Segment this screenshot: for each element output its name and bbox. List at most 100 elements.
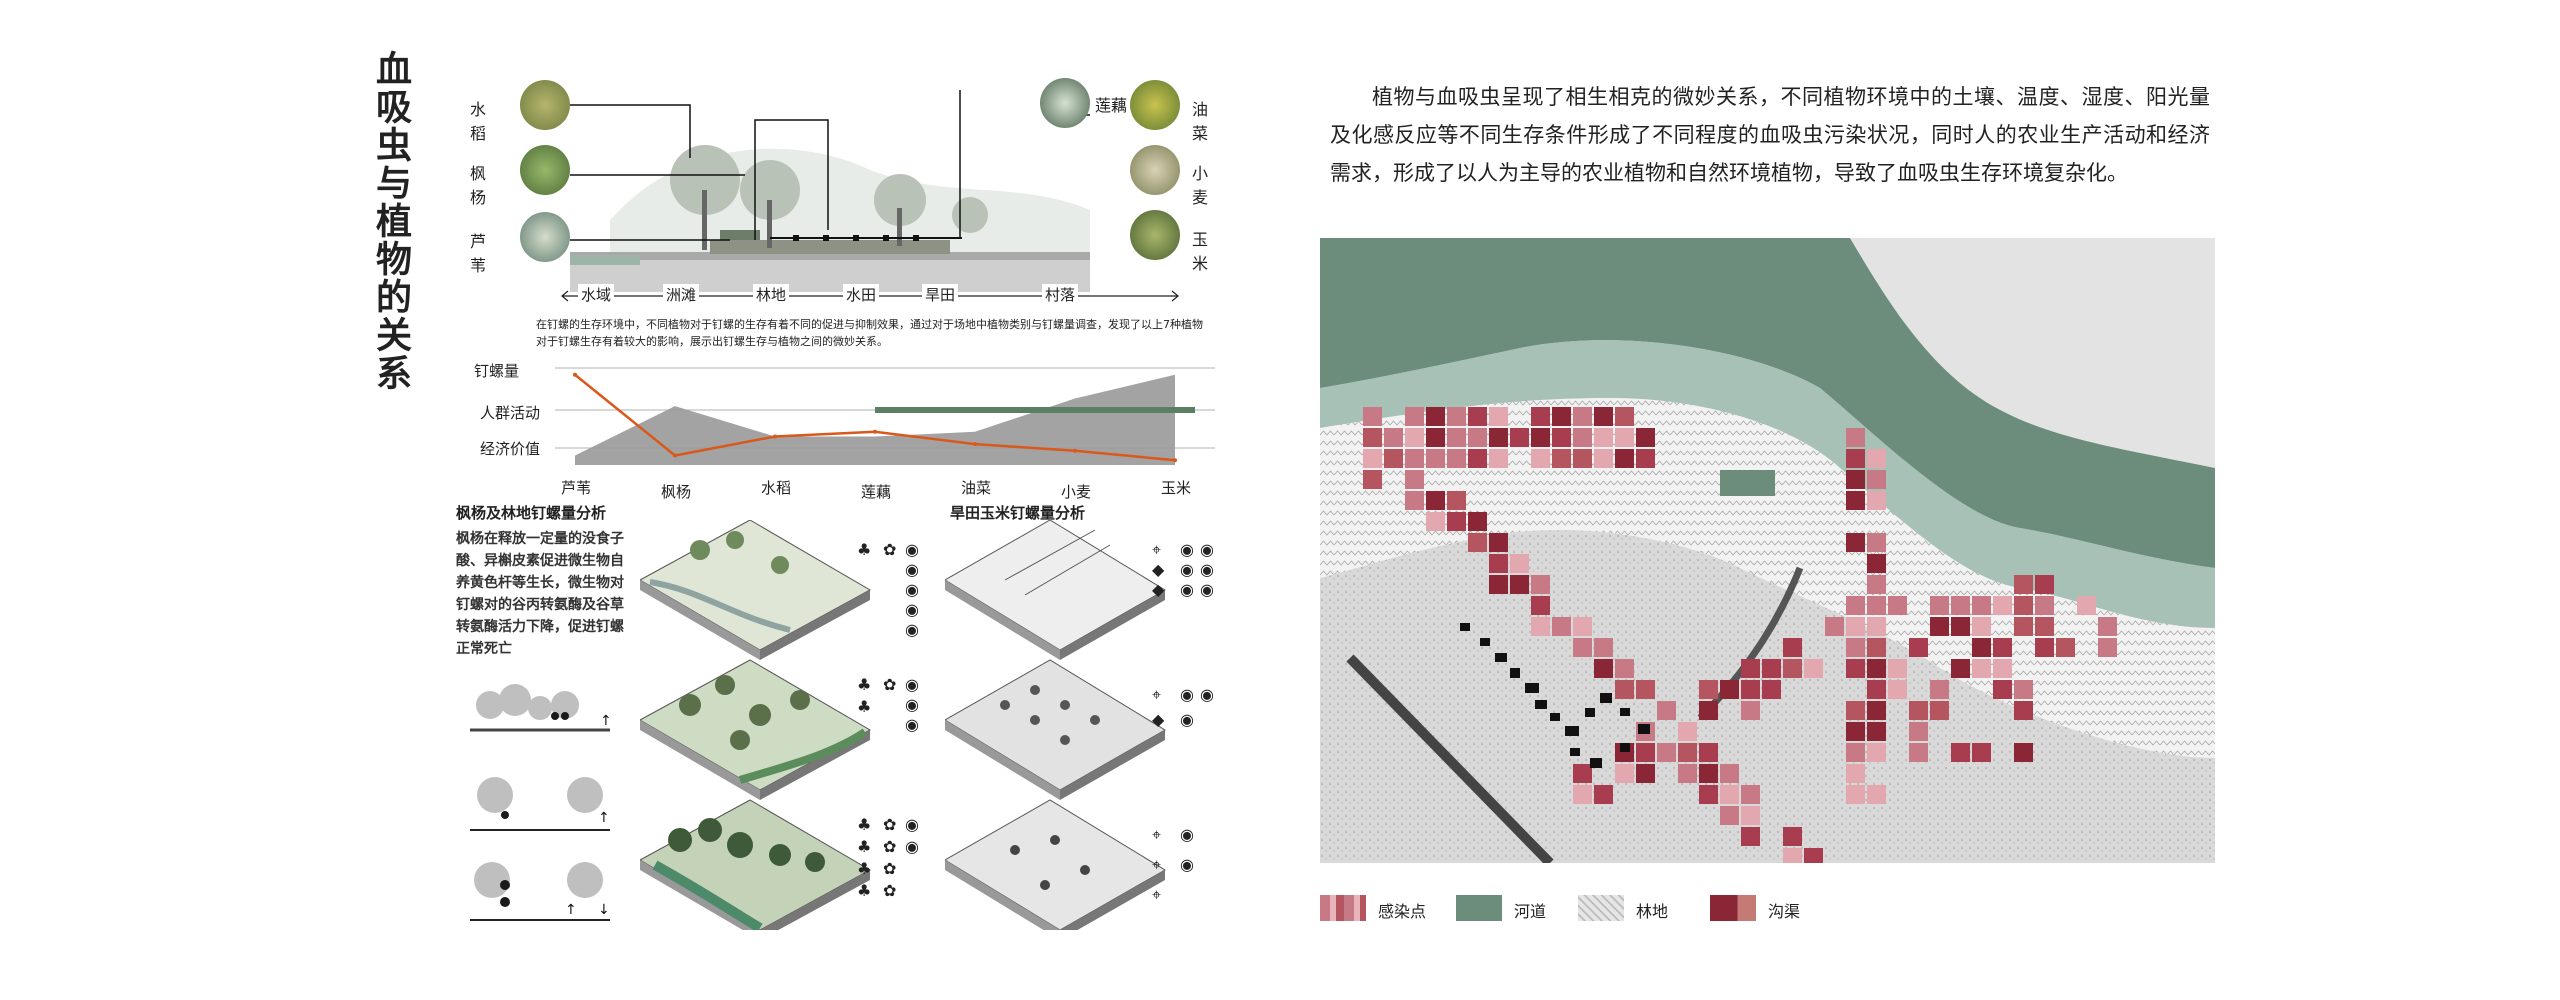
infection-cell xyxy=(1573,428,1592,447)
infection-cell xyxy=(1363,470,1382,489)
symbol-icons-left: ♣✿◉ ◉◉◉◉ ♣♣✿◉◉◉ ♣♣♣♣ ✿✿✿✿ ◉◉ xyxy=(857,540,919,900)
infection-cell xyxy=(1426,491,1445,510)
infection-cell xyxy=(1531,596,1550,615)
infection-cell xyxy=(1867,617,1886,636)
legend-label: 沟渠 xyxy=(1768,902,1801,921)
infection-cell xyxy=(1846,764,1865,783)
svg-text:♣: ♣ xyxy=(857,815,871,834)
infection-cell xyxy=(1405,407,1424,426)
infection-cell xyxy=(2035,575,2054,594)
infection-cell xyxy=(1867,575,1886,594)
infection-cell xyxy=(1615,407,1634,426)
infection-cell xyxy=(1552,617,1571,636)
infection-cell xyxy=(1951,659,1970,678)
lotus-icon xyxy=(1040,78,1090,128)
legend-label: 林地 xyxy=(1636,902,1669,921)
zone-label: 林地 xyxy=(753,284,790,305)
rice-icon xyxy=(520,80,570,130)
infection-cell xyxy=(1762,659,1781,678)
plant-label-rice: 水稻 xyxy=(470,100,487,143)
svg-text:◉: ◉ xyxy=(1180,685,1194,704)
infection-cell xyxy=(1489,428,1508,447)
infection-cell xyxy=(1615,659,1634,678)
infection-cell xyxy=(1930,701,1949,720)
svg-text:♣: ♣ xyxy=(857,859,871,878)
infection-cell xyxy=(1426,407,1445,426)
svg-text:◉: ◉ xyxy=(1200,560,1214,579)
infection-cell xyxy=(1552,428,1571,447)
infection-cell xyxy=(1888,680,1907,699)
infection-cell xyxy=(1678,743,1697,762)
infection-cell xyxy=(1993,638,2012,657)
infection-cell xyxy=(1531,407,1550,426)
infection-cell xyxy=(2014,617,2033,636)
infection-cell xyxy=(1573,617,1592,636)
svg-text:⌖: ⌖ xyxy=(1152,540,1161,559)
infection-cell xyxy=(1573,764,1592,783)
infection-cell xyxy=(1762,680,1781,699)
infection-cell xyxy=(1930,596,1949,615)
infection-cell xyxy=(1510,554,1529,573)
infection-cell xyxy=(1867,554,1886,573)
infection-cell xyxy=(1468,428,1487,447)
infection-cell xyxy=(1531,428,1550,447)
svg-text:♣: ♣ xyxy=(857,697,871,716)
legend-swatch-ditch xyxy=(1710,895,1756,921)
infection-cell xyxy=(1636,449,1655,468)
infection-cell xyxy=(2035,638,2054,657)
infection-map xyxy=(1320,238,2215,863)
infection-cell xyxy=(1447,512,1466,531)
chart-category-label: 油菜 xyxy=(961,479,992,497)
snail-point xyxy=(873,429,877,434)
zone-label: 水域 xyxy=(578,284,615,305)
svg-text:↑: ↑ xyxy=(565,902,577,918)
svg-text:◉: ◉ xyxy=(1180,855,1194,874)
infection-cell xyxy=(1846,470,1865,489)
legend-label: 河道 xyxy=(1514,902,1547,921)
infection-cell xyxy=(1594,638,1613,657)
infection-cell xyxy=(1741,827,1760,846)
legend-swatch-infection xyxy=(1320,895,1366,921)
infection-cell xyxy=(1972,596,1991,615)
svg-text:◆: ◆ xyxy=(1152,710,1165,729)
zone-label: 旱田 xyxy=(922,284,959,305)
infection-cell xyxy=(1426,512,1445,531)
infection-cell xyxy=(1930,617,1949,636)
chart-category-label: 莲藕 xyxy=(861,483,892,501)
infection-cell xyxy=(1489,449,1508,468)
infection-cell xyxy=(2014,680,2033,699)
snail-point xyxy=(673,453,677,458)
description-paragraph: 植物与血吸虫呈现了相生相克的微妙关系，不同植物环境中的土壤、温度、湿度、阳光量及… xyxy=(1330,85,2210,185)
svg-text:✿: ✿ xyxy=(883,540,896,559)
plant-chart xyxy=(555,367,1215,465)
activity-area xyxy=(575,374,1175,465)
chart-ylabel: 经济价值 xyxy=(480,440,541,458)
infection-cell xyxy=(1720,806,1739,825)
infection-cell xyxy=(1804,848,1823,863)
infection-cell xyxy=(1405,491,1424,510)
infection-cell xyxy=(1489,407,1508,426)
infection-cell xyxy=(1846,491,1865,510)
chart-ylabel: 人群活动 xyxy=(480,404,541,422)
svg-text:⌖: ⌖ xyxy=(1152,855,1161,874)
infection-cell xyxy=(2098,617,2117,636)
svg-text:◉: ◉ xyxy=(905,837,919,856)
infection-cell xyxy=(1636,428,1655,447)
infection-cell xyxy=(1867,701,1886,720)
chart-category-label: 芦苇 xyxy=(561,479,592,497)
svg-text:♣: ♣ xyxy=(857,837,871,856)
infection-cell xyxy=(1468,407,1487,426)
infection-cell xyxy=(1720,785,1739,804)
infection-cell xyxy=(1846,659,1865,678)
infection-cell xyxy=(1846,785,1865,804)
infection-cell xyxy=(1972,617,1991,636)
infection-cell xyxy=(1951,617,1970,636)
infection-cell xyxy=(1783,659,1802,678)
svg-text:♣: ♣ xyxy=(857,540,871,559)
left-analysis-title: 枫杨及林地钉螺量分析 xyxy=(456,504,607,522)
infection-cell xyxy=(1867,470,1886,489)
section-caption: 在钉螺的生存环境中，不同植物对于钉螺的生存有着不同的促进与抑制效果，通过对于场地… xyxy=(536,318,1203,348)
infection-cell xyxy=(2014,575,2033,594)
svg-text:◆: ◆ xyxy=(1152,580,1165,599)
svg-text:◉: ◉ xyxy=(1180,825,1194,844)
